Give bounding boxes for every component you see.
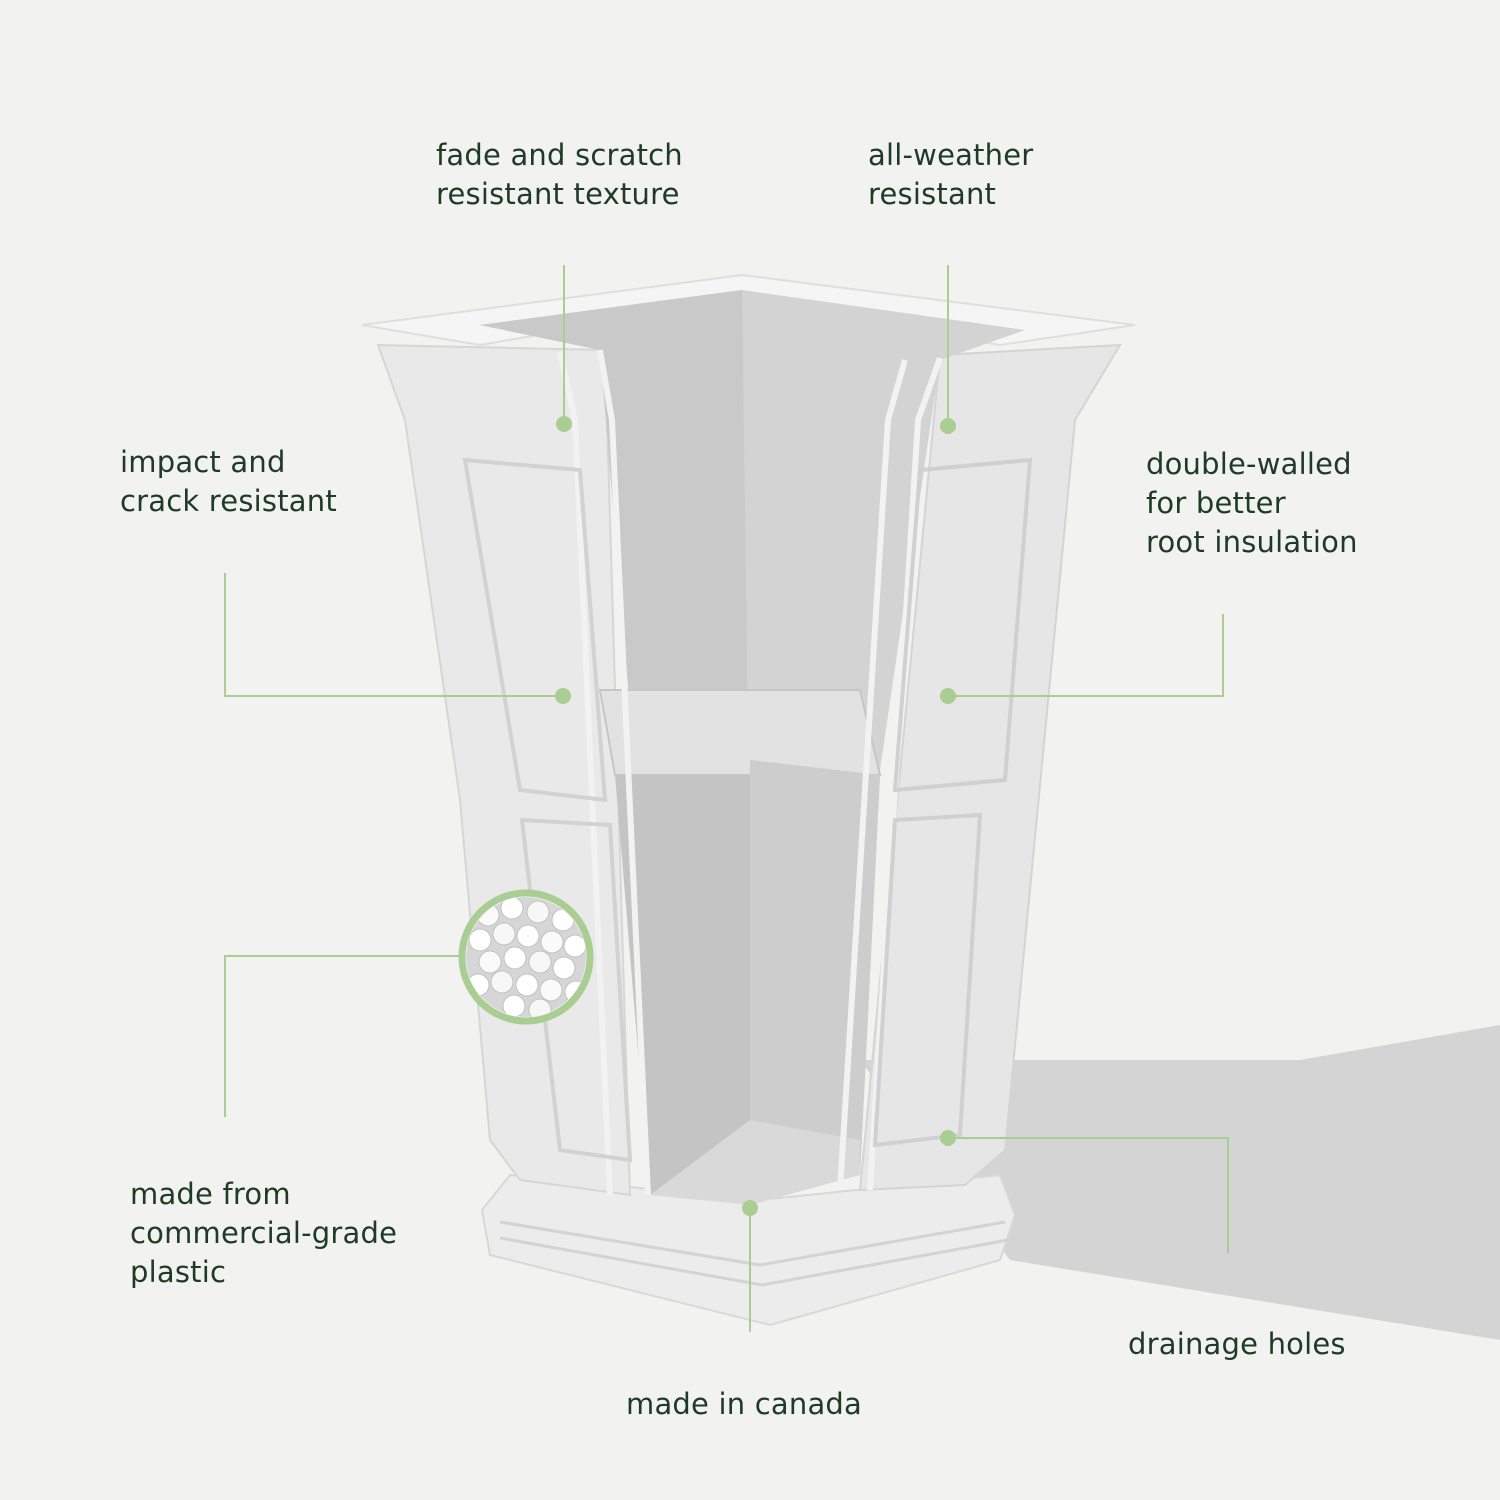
callout-line-impact	[224, 573, 563, 697]
planter-shadow	[860, 1025, 1500, 1340]
inner-floor	[650, 1120, 860, 1205]
callout-dot-icon	[940, 418, 956, 434]
panel-left-upper	[462, 457, 608, 803]
cut-edge-right	[837, 356, 943, 1191]
plastic-pellets-icon	[466, 897, 586, 1017]
callout-dots	[555, 416, 956, 1216]
callout-lines	[224, 265, 1229, 1332]
callout-line-plastic	[224, 955, 462, 1117]
callout-drainage: drainage holes	[1128, 1327, 1346, 1361]
callout-dot-icon	[940, 688, 956, 704]
inner-shelf	[598, 689, 882, 776]
base-trim	[499, 1220, 1009, 1287]
callout-double-walled: double-walled for better root insulation	[1146, 447, 1358, 559]
right-outer-wall	[858, 343, 1122, 1192]
inner-cavity-upper-left	[480, 290, 748, 770]
callout-made-in-canada: made in canada	[626, 1387, 862, 1421]
callout-all-weather: all-weather resistant	[868, 138, 1034, 211]
callout-impact-crack: impact and crack resistant	[120, 445, 337, 518]
panel-left-lower	[519, 817, 633, 1163]
callout-dot-icon	[742, 1200, 758, 1216]
callout-dot-icon	[555, 688, 571, 704]
panel-right-upper	[892, 457, 1033, 793]
callout-line-double	[948, 614, 1224, 697]
callout-line-drain	[948, 1137, 1229, 1253]
callout-dot-icon	[940, 1130, 956, 1146]
panel-right-lower	[872, 812, 983, 1148]
callout-commercial-plastic: made from commercial-grade plastic	[130, 1177, 398, 1289]
callout-dot-icon	[556, 416, 572, 432]
callout-fade-scratch: fade and scratch resistant texture	[436, 138, 683, 211]
